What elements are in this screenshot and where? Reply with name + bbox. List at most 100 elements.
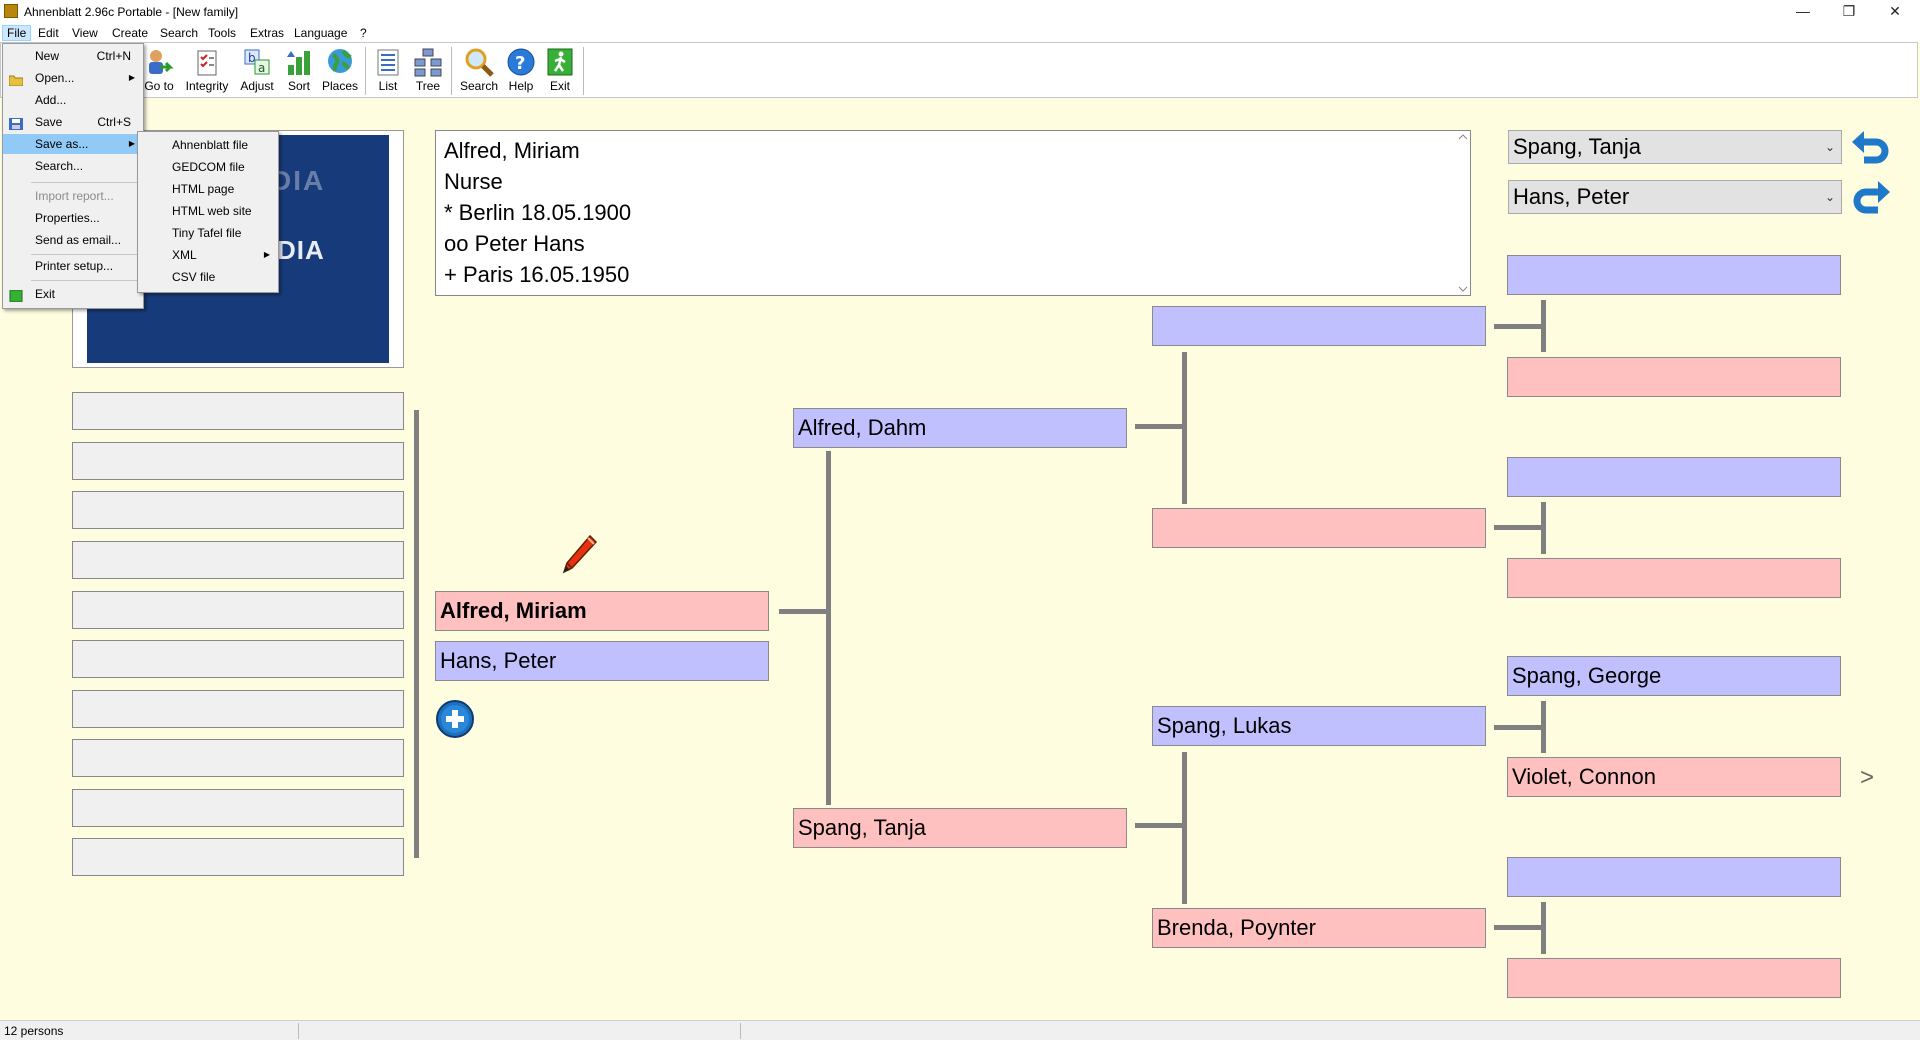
floppy-disk-icon [9,116,23,130]
add-spouse-button[interactable] [435,699,475,739]
menu-item-open[interactable]: Open... ▶ [3,68,143,88]
menu-extras[interactable]: Extras [250,26,285,40]
mother-box[interactable]: Spang, Tanja [793,808,1127,848]
goto-button[interactable]: Go to [141,45,177,97]
submenu-item-html-site[interactable]: HTML web site [172,204,252,218]
history-back-combo[interactable]: Spang, Tanja ⌄ [1508,130,1842,164]
father-box[interactable]: Alfred, Dahm [793,408,1127,448]
menu-item-add[interactable]: Add... [35,93,67,107]
tree-button[interactable]: Tree [411,45,445,97]
child-slot[interactable] [72,442,404,480]
child-slot[interactable] [72,591,404,629]
help-icon: ? [506,47,536,77]
undo-arrow-icon[interactable] [1850,128,1892,168]
menu-edit[interactable]: Edit [38,26,59,40]
mf-mother-box[interactable]: Violet, Connon [1507,757,1841,797]
submenu-arrow-icon: ▶ [128,73,135,82]
father-father-box[interactable] [1152,306,1486,346]
toolbar-separator [365,47,366,95]
person-details[interactable]: Alfred, Miriam Nurse * Berlin 18.05.1900… [435,130,1471,296]
menu-item-new[interactable]: New Ctrl+N [35,49,131,63]
connector [1541,701,1546,753]
status-person-count: 12 persons [4,1024,64,1038]
places-button[interactable]: Places [319,45,361,97]
submenu-item-xml[interactable]: XML▶ [138,244,278,266]
menu-item-properties[interactable]: Properties... [35,211,100,225]
connector [1541,300,1546,352]
child-slot[interactable] [72,838,404,876]
child-slot[interactable] [72,541,404,579]
minimize-button[interactable]: — [1796,3,1810,19]
menu-search[interactable]: Search [160,26,199,40]
sort-button[interactable]: Sort [283,45,315,97]
window-title: Ahnenblatt 2.96c Portable - [New family] [24,5,239,19]
toolbar-separator [451,47,452,95]
svg-text:a: a [258,61,265,75]
menu-item-save[interactable]: Save Ctrl+S [3,112,143,132]
menu-file[interactable]: File [2,25,32,41]
details-scrollbar[interactable] [1456,131,1470,295]
menu-separator [31,254,139,255]
menu-item-exit[interactable]: Exit [3,284,143,304]
restore-button[interactable]: ❐ [1842,3,1856,19]
connector [1541,502,1546,554]
child-slot[interactable] [72,789,404,827]
connector [1494,725,1544,730]
menu-item-send-email[interactable]: Send as email... [35,233,122,247]
mf-father-box[interactable]: Spang, George [1507,656,1841,696]
integrity-button[interactable]: Integrity [181,45,233,97]
fm-father-box[interactable] [1507,457,1841,497]
history-forward-combo[interactable]: Hans, Peter ⌄ [1508,180,1842,214]
child-slot[interactable] [72,739,404,777]
exit-door-icon [545,47,575,77]
mm-mother-box[interactable] [1507,958,1841,998]
menu-item-printer-setup[interactable]: Printer setup... [35,259,114,273]
connector [1182,752,1187,904]
connector [826,451,831,805]
menu-tools[interactable]: Tools [208,26,237,40]
magnifier-icon [464,47,494,77]
close-button[interactable]: ✕ [1889,3,1901,19]
mother-mother-box[interactable]: Brenda, Poynter [1152,908,1486,948]
history-forward-value: Hans, Peter [1513,184,1630,209]
father-mother-box[interactable] [1152,508,1486,548]
submenu-item-html-page[interactable]: HTML page [172,182,235,196]
plus-circle-icon [436,700,474,738]
pencil-edit-icon[interactable] [560,532,600,576]
mm-father-box[interactable] [1507,857,1841,897]
next-generation-arrow[interactable]: > [1860,764,1875,791]
menu-help[interactable]: ? [360,26,367,40]
clipboard-check-icon [192,47,222,77]
menu-view[interactable]: View [72,26,98,40]
file-menu-dropdown: New Ctrl+N Open... ▶ Add... Save Ctrl+S … [2,43,144,309]
details-death: + Paris 16.05.1950 [444,262,630,287]
list-button[interactable]: List [373,45,403,97]
submenu-arrow-icon: ▶ [263,250,270,259]
child-slot[interactable] [72,491,404,529]
menu-item-save-as[interactable]: Save as... ▶ [3,134,143,154]
ff-mother-box[interactable] [1507,357,1841,397]
submenu-item-gedcom[interactable]: GEDCOM file [172,160,245,174]
menu-item-search[interactable]: Search... [35,159,84,173]
submenu-item-tiny-tafel[interactable]: Tiny Tafel file [172,226,242,240]
child-slot[interactable] [72,640,404,678]
search-button[interactable]: Search [459,45,499,97]
ff-father-box[interactable] [1507,255,1841,295]
mother-father-box[interactable]: Spang, Lukas [1152,706,1486,746]
folder-icon [8,72,24,87]
fm-mother-box[interactable] [1507,558,1841,598]
chevron-down-icon: ⌄ [1824,140,1835,154]
details-occupation: Nurse [444,169,503,194]
menu-create[interactable]: Create [112,26,149,40]
redo-arrow-icon[interactable] [1850,178,1892,218]
submenu-item-ahnenblatt[interactable]: Ahnenblatt file [172,138,249,152]
spouse-box[interactable]: Hans, Peter [435,641,769,681]
exit-button[interactable]: Exit [545,45,575,97]
child-slot[interactable] [72,690,404,728]
help-button[interactable]: ? Help [505,45,537,97]
child-slot[interactable] [72,392,404,430]
menu-language[interactable]: Language [294,26,348,40]
proband-box[interactable]: Alfred, Miriam [435,591,769,631]
submenu-item-csv[interactable]: CSV file [172,270,216,284]
